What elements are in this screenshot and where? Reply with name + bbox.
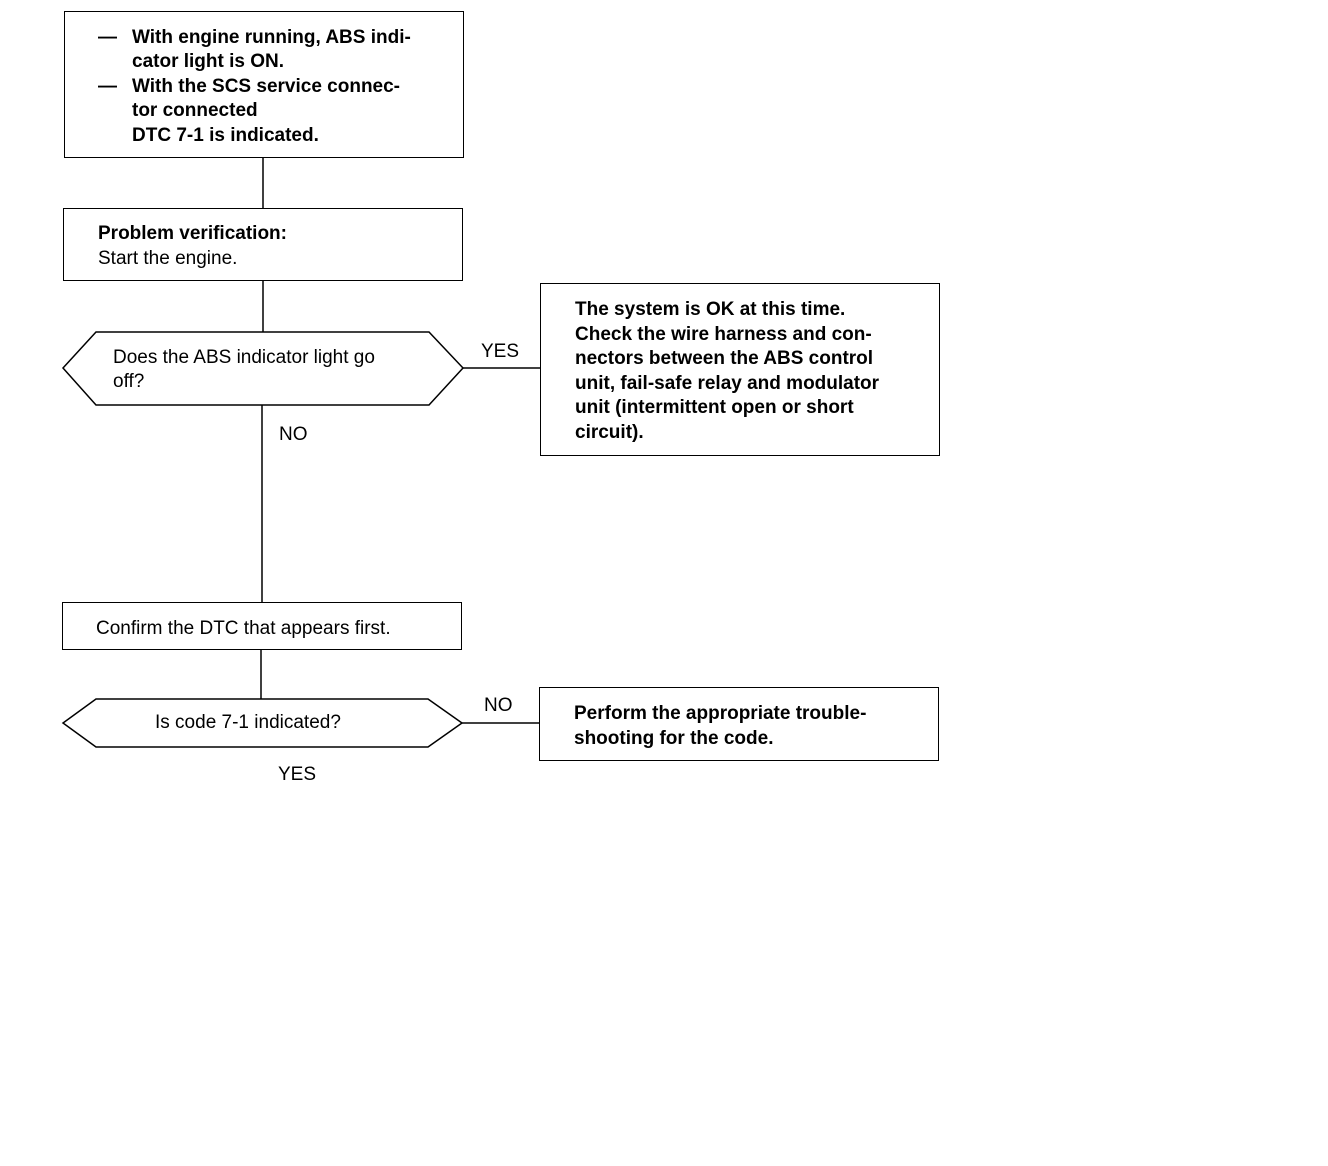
verification-text: Start the engine. bbox=[98, 248, 238, 269]
troubleshoot-line-1: Perform the appropriate trouble- bbox=[574, 703, 867, 724]
condition-line-2: cator light is ON. bbox=[132, 51, 285, 72]
condition-line-5: DTC 7-1 is indicated. bbox=[132, 125, 319, 146]
system-ok-box: The system is OK at this time. Check the… bbox=[540, 283, 940, 456]
verification-box: Problem verification: Start the engine. bbox=[63, 208, 463, 281]
bullet-dash: — bbox=[98, 27, 117, 48]
ok-line-1: The system is OK at this time. bbox=[575, 299, 846, 320]
yes-label: YES bbox=[278, 764, 317, 785]
ok-line-4: unit, fail-safe relay and modulator bbox=[575, 372, 880, 394]
troubleshoot-line-2: shooting for the code. bbox=[574, 727, 774, 749]
condition-line-3: With the SCS service connec- bbox=[132, 76, 401, 97]
no-label: NO bbox=[484, 695, 513, 716]
decision-code-shape bbox=[61, 698, 464, 748]
condition-line-4: tor connected bbox=[132, 100, 258, 121]
decision-light-off-line-2: off? bbox=[113, 371, 145, 392]
ok-line-2: Check the wire harness and con- bbox=[575, 323, 872, 345]
condition-line-1: With engine running, ABS indi- bbox=[132, 27, 411, 48]
bullet-dash: — bbox=[98, 76, 117, 97]
decision-light-off-line-1: Does the ABS indicator light go bbox=[113, 347, 375, 368]
confirm-dtc-box: Confirm the DTC that appears first. bbox=[62, 602, 462, 650]
troubleshoot-box: Perform the appropriate trouble- shootin… bbox=[539, 687, 939, 761]
verification-heading: Problem verification: bbox=[98, 223, 287, 244]
condition-box: — With engine running, ABS indi- cator l… bbox=[64, 11, 464, 158]
decision-code-text: Is code 7-1 indicated? bbox=[155, 712, 341, 733]
yes-label: YES bbox=[481, 341, 520, 362]
confirm-dtc-text: Confirm the DTC that appears first. bbox=[96, 618, 391, 639]
decision-light-off-shape bbox=[61, 331, 465, 406]
ok-line-6: circuit). bbox=[575, 421, 644, 443]
no-label: NO bbox=[279, 424, 308, 445]
ok-line-5: unit (intermittent open or short bbox=[575, 397, 854, 418]
ok-line-3: nectors between the ABS control bbox=[575, 348, 874, 369]
